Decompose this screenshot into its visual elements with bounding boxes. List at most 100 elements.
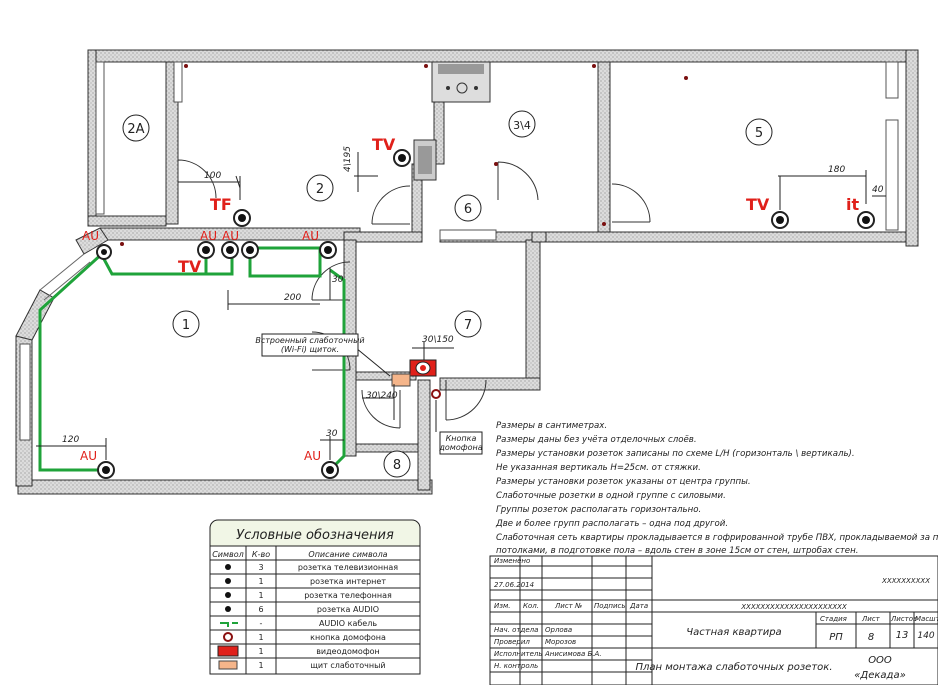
legend-description: розетка телефонная [304,591,392,600]
legend-count: 1 [258,591,263,600]
legend-count: 6 [258,605,263,614]
stamp-role-3: Исполнитель [494,650,543,658]
callout-boxes [261,333,483,455]
socket-au-3 [241,241,259,259]
dim-30-240: 30\240 [366,391,398,401]
legend-header-count: К-во [252,550,270,559]
legend-symbol-button-icon [223,632,233,642]
dim-4-195: 4\195 [343,146,353,172]
stamp-col-date: Дата [629,602,648,610]
legend-description: кнопка домофона [310,633,386,642]
kitchen-sink-icon [413,139,437,181]
legend-header-symbol: Символ [212,550,244,559]
room-label-1: 1 [182,318,190,333]
legend-symbol-tf-icon [225,592,231,598]
legend-title: Условные обозначения [236,528,394,543]
legend-symbol-tv-icon [225,564,231,570]
stamp-scale-h: Масштаб [915,615,938,623]
legend-symbol-it-icon [225,578,231,584]
stamp-lists-val: 13 [896,630,909,641]
stamp-role-2: Проверил [494,638,530,646]
dim-200: 200 [284,293,301,303]
callout-button-line1: Кнопка [446,434,477,443]
socket-tf [233,209,251,227]
socket-tv-room5 [771,211,789,229]
legend-description: розетка AUDIO [317,605,379,614]
stamp-object: Частная квартира [686,627,781,638]
note-4: Не указанная вертикаль H=25см. от стяжки… [496,463,701,473]
stamp-code-long: XXXXXXXXXXXXXXXXXXXXXX [740,603,847,611]
label-au-4: AU [302,229,319,243]
note-6: Слаботочные розетки в одной группе с сил… [496,491,726,501]
label-au-2: AU [200,229,217,243]
note-8: Две и более групп располагать – одна под… [495,519,728,529]
callout-panel-line1: Встроенный слаботочный [255,336,364,345]
callout-button-line2: домофона [438,443,482,452]
stamp-role-1: Нач. отдела [494,626,538,634]
legend-description: щит слаботочный [310,661,385,670]
stamp-sheet-title: План монтажа слаботочных розеток. [635,661,832,673]
note-5: Размеры установки розеток указаны от цен… [496,477,751,487]
stamp-code: XXXXXXXXXX [881,577,930,585]
label-tv-room5: TV [746,195,770,214]
label-au-1: AU [82,229,99,243]
legend-description: AUDIO кабель [319,619,377,628]
dim-120: 120 [62,435,79,445]
note-2: Размеры даны без учёта отделочных слоёв. [496,435,697,445]
dim-40: 40 [872,185,884,195]
dim-180: 180 [828,165,845,175]
doorbell-button-icon [431,389,441,399]
socket-it [857,211,875,229]
label-au-6: AU [304,449,321,463]
label-it: it [846,195,859,214]
legend-count: 1 [258,647,263,656]
stamp-name-3: Анисимова Б.А. [544,650,602,658]
label-tf: TF [210,195,232,214]
socket-tv-room1 [197,241,215,259]
room-label-2a: 2A [127,122,144,137]
legend-count: 1 [258,577,263,586]
label-tv-kitchen: TV [372,135,396,154]
note-1: Размеры в сантиметрах. [496,421,607,431]
stamp-list-h: Лист [861,615,881,623]
note-3: Размеры установки розеток записаны по сх… [496,449,855,459]
legend-description: розетка телевизионная [298,563,398,572]
title-block-lines [490,556,938,685]
socket-tv-kitchen [393,149,411,167]
stamp-col-sign: Подпись [594,602,626,610]
socket-au-4 [319,241,337,259]
windows [19,61,899,441]
stamp-stage-h: Стадия [820,615,847,623]
legend-symbol-panel-icon [218,660,238,670]
label-tv-room1: TV [178,257,202,276]
legend-description: видеодомофон [316,647,380,656]
stamp-stage-val: РП [829,632,843,643]
legend-symbol-au-icon [225,606,231,612]
room-label-8: 8 [393,458,401,473]
legend-count: 1 [258,633,263,642]
stamp-scale-val: 140 [917,631,934,641]
note-9: Слаботочная сеть квартиры прокладывается… [496,533,938,543]
legend-count: 3 [258,563,263,572]
stamp-name-2: Морозов [545,638,576,646]
dimension-lines [36,152,886,460]
socket-au-6 [321,461,339,479]
stamp-list-val: 8 [868,632,874,643]
room-markers [122,110,773,478]
note-7: Группы розеток располагать горизонтально… [496,505,701,515]
sockets [96,149,875,479]
callout-panel-line2: (Wi-Fi) щиток. [281,345,339,354]
room-label-6: 6 [464,202,472,217]
stamp-role-4: Н. контроль [494,662,538,670]
socket-au-5 [97,461,115,479]
audio-cable [38,246,346,472]
room-label-34: 3\4 [513,119,531,132]
socket-au-1 [96,244,112,260]
kitchen-stove-icon [431,61,491,103]
legend-count: - [260,619,263,628]
lowvoltage-panel-icon [391,373,411,387]
stamp-lists-h: Листов [890,615,917,623]
stamp-changed: Изменено [494,557,530,565]
video-intercom-icon [409,359,437,377]
